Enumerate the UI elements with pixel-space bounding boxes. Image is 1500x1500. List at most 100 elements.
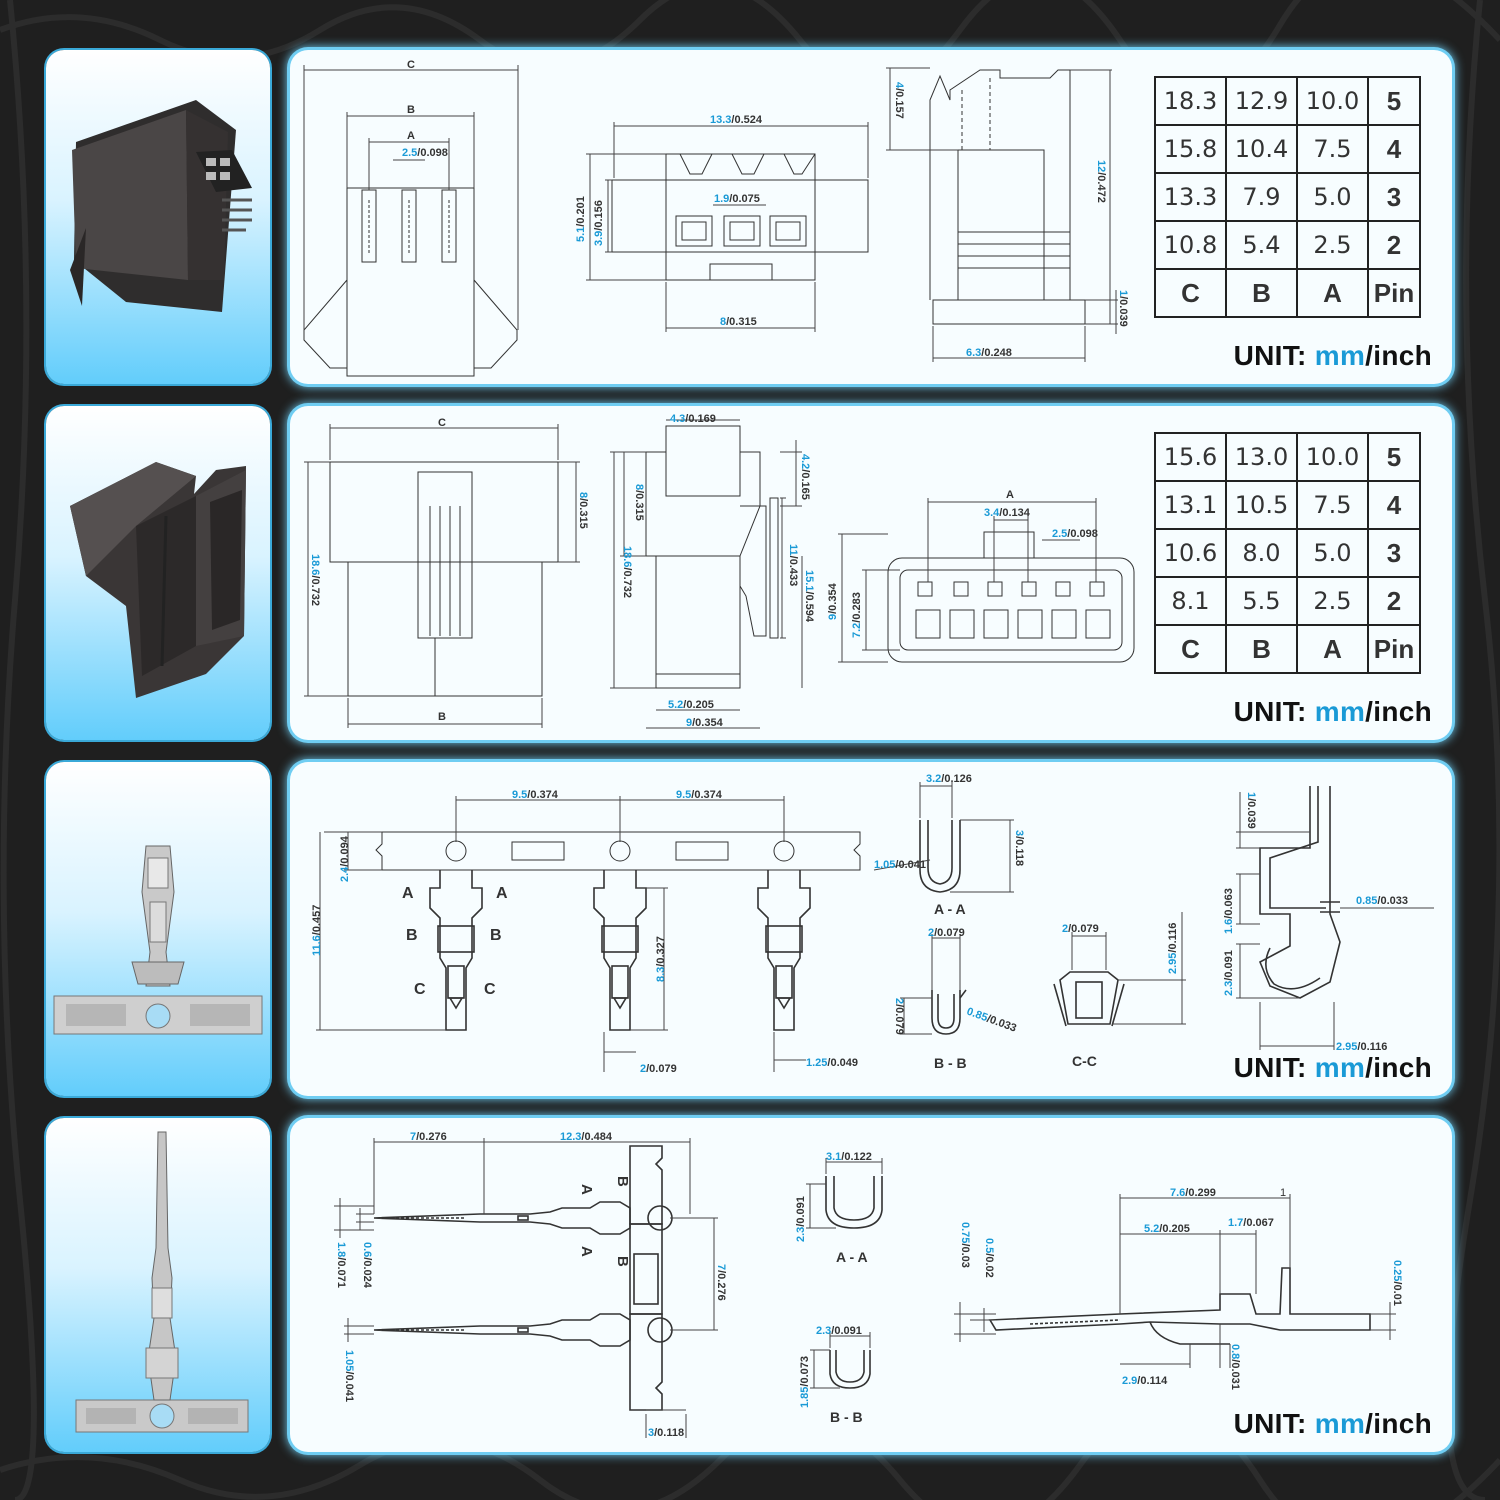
dim-11.6: 11.6/0.457: [311, 905, 323, 956]
dimension-text-part: 5.2: [1144, 1223, 1159, 1235]
dimension-text-part: /0.114: [1137, 1375, 1168, 1387]
table-cell: 8.1: [1154, 576, 1227, 626]
dim-2.95-side: 2.95/0.116: [1336, 1041, 1387, 1053]
dimension-text-part: /0.169: [685, 413, 716, 425]
dimension-text-part: /0.02: [983, 1253, 995, 1277]
housing-male-photo: [46, 406, 270, 740]
unit-label: UNIT: mm/inch: [1233, 340, 1432, 371]
dim-3: 3/0.118: [648, 1427, 684, 1439]
dimension-text-part: /0.116: [1167, 923, 1179, 953]
dim-7.2: 7.2/0.283: [851, 592, 863, 638]
section-letter-b-bottom: B: [614, 1256, 631, 1267]
dimension-text-part: 3: [648, 1427, 654, 1439]
table-cell: 10.6: [1154, 528, 1227, 578]
dimension-text-part: 3.2: [926, 773, 941, 785]
dimension-text-part: /0.033: [985, 1013, 1018, 1035]
housing-3pin-female-photo: [46, 50, 270, 384]
dim-label-a: A: [1006, 489, 1014, 501]
dimension-text-part: 11: [787, 544, 799, 556]
unit-label: UNIT: mm/inch: [1233, 1408, 1432, 1439]
section-letter-a-bottom: A: [578, 1246, 595, 1257]
section-letter-a-right: A: [496, 885, 508, 902]
dimension-text-part: /0.094: [339, 835, 351, 866]
dim-2-b: 2/0.079: [640, 1063, 677, 1075]
dim-0.85-bb: 0.85/0.033: [965, 1006, 1018, 1035]
dim-2-cc: 2/0.079: [1062, 923, 1099, 935]
dimension-text-part: 5.2: [668, 699, 683, 711]
dimension-text-part: 9.5: [512, 789, 527, 801]
dimension-text-part: 8.3: [655, 967, 667, 982]
dim-12.3: 12.3/0.484: [560, 1131, 613, 1143]
dimension-text-part: /0.374: [691, 789, 722, 801]
dimension-text-part: /0.073: [799, 1356, 811, 1387]
dim-label-c: C: [438, 417, 446, 429]
dimension-text-part: 3: [1013, 830, 1025, 836]
table-cell: 10.4: [1225, 124, 1298, 174]
dim-8.3: 8.3/0.327: [655, 936, 667, 982]
dimension-text-part: 2: [1062, 923, 1068, 935]
section-title-b-b: B - B: [934, 1055, 967, 1071]
table-cell: 15.6: [1154, 432, 1227, 482]
table-cell: A: [1296, 268, 1369, 318]
dimension-text-part: 11.6: [311, 935, 323, 956]
dim-0.8: 0.8/0.031: [1229, 1344, 1241, 1390]
dimension-text-part: 7: [715, 1264, 727, 1270]
table-cell: 13.0: [1225, 432, 1298, 482]
dimension-text-part: /0.134: [999, 507, 1030, 519]
dim-12: 12/0.472: [1095, 160, 1107, 203]
section-letter-c-left: C: [414, 981, 426, 998]
dim-9.5-a: 9.5/0.374: [512, 789, 559, 801]
dim-2-bb-v: 2/0.079: [893, 998, 905, 1035]
dimension-text-part: /0.524: [731, 114, 762, 126]
dimension-text-part: 8: [720, 316, 726, 328]
dim-3.1: 3.1/0.122: [826, 1151, 872, 1163]
female-terminal-photo: [46, 762, 270, 1096]
dim-4.3: 4.3/0.169: [670, 413, 716, 425]
dimension-text-part: /0.079: [646, 1063, 677, 1075]
dimension-text-part: /0.201: [575, 196, 587, 227]
dimension-text-part: 0.8: [1229, 1344, 1241, 1359]
dim-2.5: 2.5/0.098: [402, 147, 448, 159]
drawing-housing-female: C B A 2.5/0.098 13.3/0.524 1.9/0.075 5.1…: [303, 59, 1129, 377]
dimension-text-part: /0.299: [1185, 1187, 1216, 1199]
dim-1.05: 1.05/0.041: [343, 1350, 355, 1402]
dimension-text-part: /0.098: [417, 147, 448, 159]
dimension-text-part: /0.248: [981, 347, 1012, 359]
dim-label-b: B: [407, 104, 415, 116]
dim-18.6: 18.6/0.732: [309, 554, 321, 606]
dim-3: 3/0.118: [1013, 830, 1025, 866]
dim-4.2: 4.2/0.165: [799, 454, 811, 500]
dimension-text-part: 18.6: [621, 546, 633, 567]
dim-1.85: 1.85/0.073: [799, 1356, 811, 1408]
dimension-text-part: 1.7: [1228, 1217, 1243, 1229]
table-cell: 12.9: [1225, 76, 1298, 126]
section-letter-b-left: B: [406, 927, 418, 944]
dimension-text-part: /0.472: [1095, 172, 1107, 203]
dim-9: 9/0.354: [686, 717, 724, 729]
male-terminal-photo: [46, 1118, 270, 1452]
table-cell: 5.0: [1296, 172, 1369, 222]
dimension-text-part: /0.075: [729, 193, 760, 205]
dimension-text-part: 3.4: [984, 507, 1000, 519]
table-cell: B: [1225, 624, 1298, 674]
panel-housing-female: C B A 2.5/0.098 13.3/0.524 1.9/0.075 5.1…: [290, 50, 1452, 384]
table-cell: 5.4: [1225, 220, 1298, 270]
drawing-female-terminal: A A B B C C 9.5/0.374 9.5/0.374 2.4/0.09…: [311, 773, 1434, 1075]
dimension-text-part: 1.85: [799, 1387, 811, 1408]
dimension-text-part: 0.85: [1356, 895, 1377, 907]
dim-3.2: 3.2/0.126: [926, 773, 972, 785]
unit-label: UNIT: mm/inch: [1233, 1052, 1432, 1083]
dimension-text-part: 12: [1095, 160, 1107, 172]
dimension-text-part: 1: [1245, 792, 1257, 798]
dimension-text-part: /0.067: [1243, 1217, 1274, 1229]
table-cell: 10.0: [1296, 432, 1369, 482]
table-cell: 3: [1367, 528, 1421, 578]
housing-3pin-female-image: [70, 100, 252, 312]
